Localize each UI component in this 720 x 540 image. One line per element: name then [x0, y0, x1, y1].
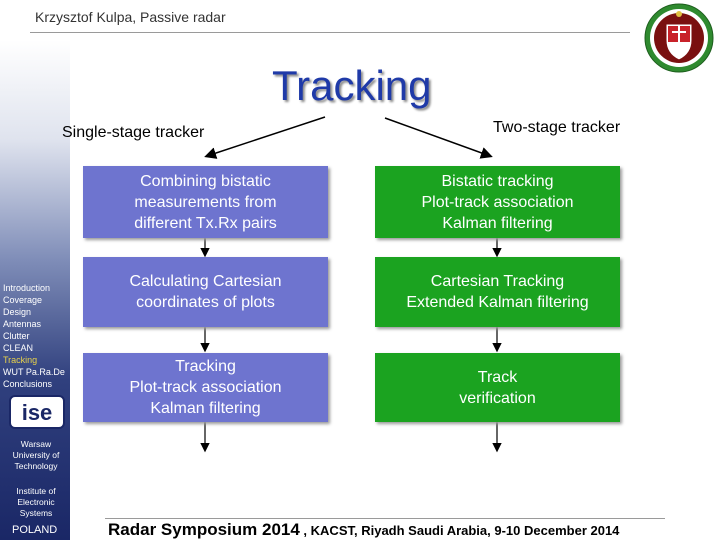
menu-item-antennas[interactable]: Antennas	[3, 319, 42, 329]
menu-item-introduction[interactable]: Introduction	[3, 283, 51, 293]
university-name: Warsaw University of Technology	[12, 439, 60, 471]
footer-details: KACST, Riyadh Saudi Arabia, 9-10 Decembe…	[310, 523, 620, 538]
single-stage-step-3: Tracking Plot-track association Kalman f…	[83, 353, 328, 422]
menu-item-design[interactable]: Design	[3, 307, 32, 317]
menu-item-coverage[interactable]: Coverage	[3, 295, 43, 305]
ise-logo: ise	[9, 395, 65, 429]
sidebar	[0, 0, 70, 540]
two-stage-heading: Two-stage tracker	[493, 119, 621, 136]
svg-text:ise: ise	[22, 400, 53, 425]
footer: Radar Symposium 2014 , KACST, Riyadh Sau…	[108, 520, 619, 540]
footer-separator: ,	[299, 523, 311, 538]
single-stage-heading: Single-stage tracker	[62, 124, 205, 141]
footer-event: Radar Symposium 2014	[108, 520, 300, 539]
menu-item-tracking[interactable]: Tracking	[3, 355, 38, 365]
country-label: POLAND	[12, 524, 58, 536]
single-stage-step-1: Combining bistatic measurements from dif…	[83, 166, 328, 238]
single-stage-step-2: Calculating Cartesian coordinates of plo…	[83, 257, 328, 327]
institute-name: Institute of Electronic Systems	[16, 486, 56, 518]
section-menu: Introduction Coverage Design Antennas Cl…	[3, 282, 65, 390]
two-stage-step-3: Track verification	[375, 353, 620, 422]
menu-item-clutter[interactable]: Clutter	[3, 331, 30, 341]
university-emblem-icon	[644, 3, 714, 73]
menu-item-wut-parade[interactable]: WUT Pa.Ra.De	[3, 367, 65, 377]
two-stage-step-2: Cartesian Tracking Extended Kalman filte…	[375, 257, 620, 327]
header-divider	[30, 32, 630, 33]
footer-divider	[105, 518, 665, 519]
menu-item-clean[interactable]: CLEAN	[3, 343, 34, 353]
menu-item-conclusions[interactable]: Conclusions	[3, 379, 53, 389]
author-line: Krzysztof Kulpa, Passive radar	[35, 9, 226, 25]
two-stage-step-1: Bistatic tracking Plot-track association…	[375, 166, 620, 238]
slide-title: Tracking	[272, 62, 432, 109]
